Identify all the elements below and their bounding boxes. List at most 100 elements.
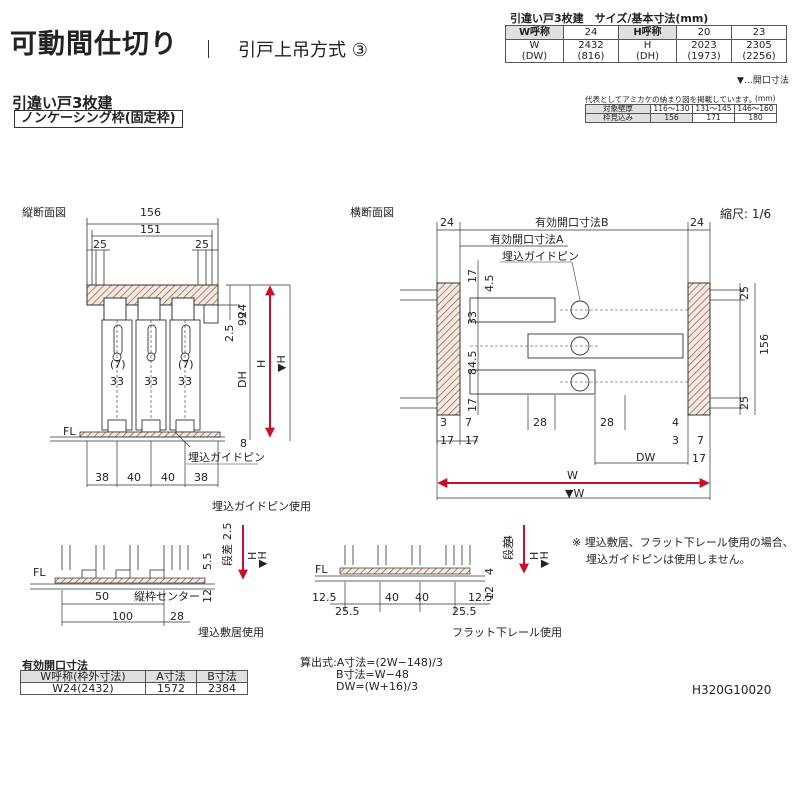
opening-header: B寸法 xyxy=(196,670,248,683)
dim-4: 4 xyxy=(672,416,679,429)
size-h-value-23: 2305(2256) xyxy=(731,39,787,63)
dim-28-b: 28 xyxy=(600,416,614,429)
roller-7: (7) xyxy=(178,358,194,371)
formula-dw: DW=(W+16)/3 xyxy=(336,680,418,693)
h-label-left: H xyxy=(246,552,259,560)
step-4-label: 段差 xyxy=(501,538,515,560)
usage-note: ※ 埋込敷居、フラット下レール使用の場合、 埋込ガイドピンは使用しません。 xyxy=(572,534,794,568)
page-subtitle: 引戸上吊方式 ③ xyxy=(238,40,368,61)
frame-unit: (mm) xyxy=(755,94,776,103)
dim-33-h: 33 xyxy=(466,311,479,325)
page-title: 可動間仕切り xyxy=(10,29,178,60)
note-line-2: 埋込ガイドピンは使用しません。 xyxy=(586,553,751,566)
scale-label: 縮尺: 1/6 xyxy=(720,207,772,221)
dim-151: 151 xyxy=(140,223,161,236)
dim-25-left: 25 xyxy=(93,238,107,251)
dim-25-5-b: 25.5 xyxy=(452,605,477,618)
frame-type: ノンケーシング枠(固定枠) xyxy=(14,110,183,128)
dim-7-b: 7 xyxy=(697,434,704,447)
frame-table: 対象壁厚 116～130 131～145 146～160 枠見込み 156 17… xyxy=(585,104,777,123)
vh-label-left: ▼H xyxy=(256,551,269,568)
fl-label-right: FL xyxy=(315,563,328,576)
jamb-right xyxy=(687,282,711,416)
step-label: 段差 xyxy=(220,544,234,566)
spacing-33: 33 xyxy=(110,375,124,388)
size-caption: 引違い戸3枚建 サイズ/基本寸法(mm) xyxy=(510,12,709,25)
panel-h xyxy=(469,297,556,323)
dim-40-a: 40 xyxy=(127,471,141,484)
dim-40-b: 40 xyxy=(161,471,175,484)
dim-28-a: 28 xyxy=(533,416,547,429)
opening-cell: 1572 xyxy=(145,682,197,695)
detail-left-title: 埋込ガイドピン使用 xyxy=(212,500,311,513)
dim-h: H xyxy=(255,360,268,368)
dim-156-h: 156 xyxy=(758,334,771,355)
dim-17-bottom: 17 xyxy=(466,398,479,412)
dim-28-detail: 28 xyxy=(170,610,184,623)
dim-3: 3 xyxy=(440,416,447,429)
dim-2-5-left: 2.5 xyxy=(221,523,234,541)
spacing-33: 33 xyxy=(144,375,158,388)
dim-12-5-a: 12.5 xyxy=(312,591,337,604)
opening-cell: 2384 xyxy=(196,682,248,695)
dim-4-5: 4.5 xyxy=(483,275,496,293)
dim-50: 50 xyxy=(95,590,109,603)
note-line-1: ※ 埋込敷居、フラット下レール使用の場合、 xyxy=(572,536,794,549)
dim-25-right: 25 xyxy=(195,238,209,251)
opening-a-label: 有効開口寸法A xyxy=(490,232,564,246)
dim-24-left: 24 xyxy=(440,216,454,229)
dim-100: 100 xyxy=(112,610,133,623)
size-w-dim-label: W(DW) xyxy=(505,39,564,63)
spacing-33: 33 xyxy=(178,375,192,388)
dim-24-right: 24 xyxy=(690,216,704,229)
dim-99: 99 xyxy=(236,312,249,326)
opening-header: A寸法 xyxy=(145,670,197,683)
dim-25-5-a: 25.5 xyxy=(335,605,360,618)
opening-cell: W24(2432) xyxy=(20,682,146,695)
dim-17-top: 17 xyxy=(466,269,479,283)
formulas: 算出式:A寸法=(2W−148)/3 B寸法=W−48 DW=(W+16)/3 xyxy=(300,657,443,693)
dim-17-r: 17 xyxy=(692,452,706,465)
dim-40-a-right: 40 xyxy=(385,591,399,604)
opening-b-label: 有効開口寸法B xyxy=(535,215,609,229)
center-label: 縦枠センター xyxy=(134,589,200,603)
opening-caption: 有効開口寸法 xyxy=(22,659,88,672)
jamb-left xyxy=(436,282,461,416)
dim-38-left: 38 xyxy=(95,471,109,484)
opening-table: W呼称(枠外寸法) A寸法 B寸法 W24(2432) 1572 2384 xyxy=(20,670,248,695)
size-w-value: 2432(816) xyxy=(563,39,619,63)
dim-25-bottom: 25 xyxy=(738,396,751,410)
detail-right-caption: フラット下レール使用 xyxy=(452,626,562,639)
legend-note: ▼…開口寸法 xyxy=(737,76,789,86)
size-w-label: W呼称 xyxy=(505,25,564,40)
size-table: W呼称 24 H呼称 20 23 W(DW) 2432(816) H(DH) 2… xyxy=(505,25,787,63)
dim-156: 156 xyxy=(140,206,161,219)
dw-label: DW xyxy=(636,451,655,464)
product-code: H320G10020 xyxy=(692,683,772,697)
opening-header: W呼称(枠外寸法) xyxy=(20,670,146,683)
w-label: W xyxy=(567,469,578,482)
dim-84-5: 84.5 xyxy=(466,351,479,376)
formula-b: B寸法=W−48 xyxy=(336,668,409,681)
door-type: 引違い戸3枚建 xyxy=(12,94,113,112)
dim-24: 24 xyxy=(236,304,249,318)
roller-7: (7) xyxy=(110,358,126,371)
frame-caption: 代表としてアミカケの納まり図を掲載しています。 xyxy=(585,95,757,104)
title-divider xyxy=(208,40,209,58)
size-h-value-20: 2023(1973) xyxy=(676,39,732,63)
h-label-right: H xyxy=(528,552,541,560)
dim-5-5: 5.5 xyxy=(201,553,214,571)
detail-left-caption: 埋込敷居使用 xyxy=(198,625,264,639)
dim-2-5: 2.5 xyxy=(223,325,236,343)
vh-label-right: ▼H xyxy=(538,551,551,568)
fl-label-left: FL xyxy=(33,566,46,579)
vertical-section-title: 縦断面図 xyxy=(22,205,66,219)
dim-17-b: 17 xyxy=(440,434,454,447)
panel-h xyxy=(527,333,684,359)
formula-a: 算出式:A寸法=(2W−148)/3 xyxy=(300,656,443,669)
guide-pin-label: 埋込ガイドピン xyxy=(188,451,265,464)
dim-3-b: 3 xyxy=(672,434,679,447)
dim-vh: ▼H xyxy=(275,355,288,372)
dim-40-b-right: 40 xyxy=(415,591,429,604)
